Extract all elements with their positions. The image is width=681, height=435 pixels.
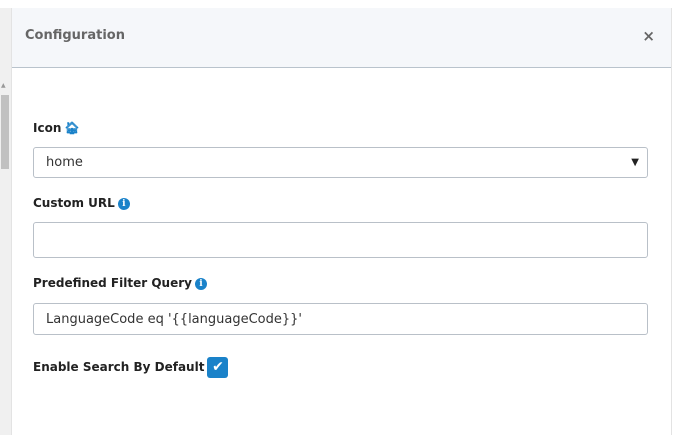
dialog-title: Configuration	[25, 28, 125, 43]
close-icon[interactable]: ×	[642, 27, 655, 45]
enable-search-label: Enable Search By Default✔	[33, 357, 229, 378]
icon-select[interactable]: home ▼	[33, 147, 648, 178]
info-icon[interactable]: i	[194, 278, 207, 290]
scrollbar[interactable]: ▲	[0, 8, 11, 435]
icon-label-text: Icon	[33, 121, 62, 135]
filter-query-label-text: Predefined Filter Query	[33, 276, 192, 290]
dialog-header: Configuration ×	[12, 8, 671, 68]
info-icon[interactable]: i	[117, 198, 130, 210]
enable-search-checkbox[interactable]: ✔	[207, 357, 229, 378]
scrollbar-thumb[interactable]	[1, 95, 9, 169]
home-icon: 🏠︎	[64, 121, 80, 135]
icon-select-value: home	[46, 155, 83, 170]
custom-url-input[interactable]	[33, 222, 648, 258]
scroll-up-arrow-icon[interactable]: ▲	[1, 82, 6, 89]
icon-label: Icon🏠︎	[33, 121, 80, 135]
custom-url-label-text: Custom URL	[33, 196, 115, 210]
filter-query-input[interactable]: LanguageCode eq '{{languageCode}}'	[33, 303, 648, 335]
enable-search-label-text: Enable Search By Default	[33, 360, 205, 374]
chevron-down-icon: ▼	[631, 157, 639, 168]
